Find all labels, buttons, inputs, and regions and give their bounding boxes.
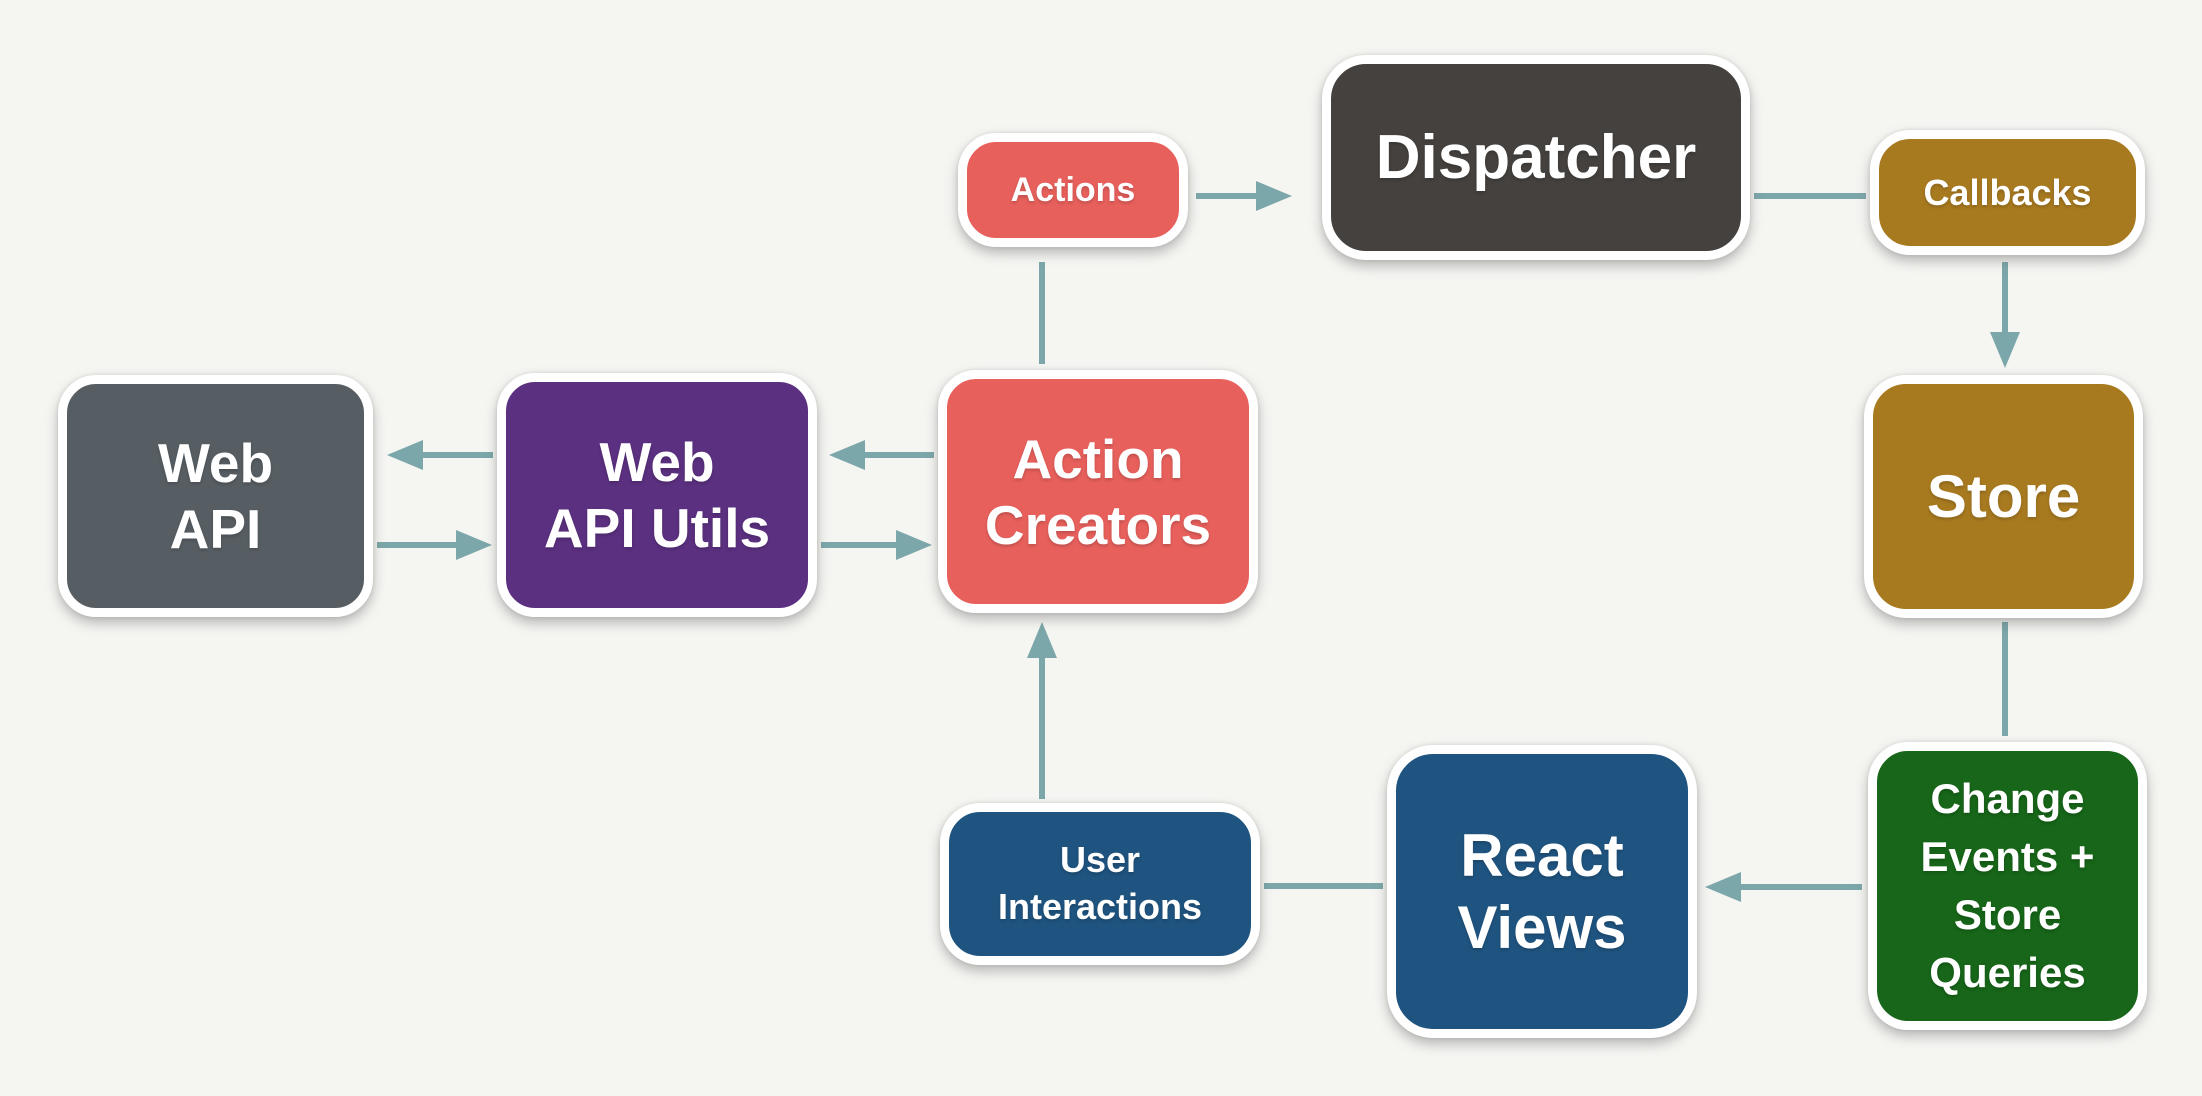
node-react-views: React Views <box>1387 745 1697 1038</box>
node-web-api: Web API <box>58 375 373 617</box>
node-dispatcher-label: Dispatcher <box>1375 123 1697 192</box>
node-dispatcher: Dispatcher <box>1322 55 1750 260</box>
node-change-events-store-queries: Change Events + Store Queries <box>1868 742 2147 1030</box>
node-callbacks-label: Callbacks <box>1923 171 2092 213</box>
node-store-label: Store <box>1926 463 2081 530</box>
node-user-interactions-label: User Interactions <box>997 839 1203 927</box>
node-web-api-label: Web API <box>157 432 274 560</box>
node-action-creators: Action Creators <box>938 370 1258 613</box>
node-actions: Actions <box>958 133 1188 247</box>
node-web-api-utils-label: Web API Utils <box>543 431 771 559</box>
node-user-interactions: User Interactions <box>940 803 1260 965</box>
node-callbacks: Callbacks <box>1870 130 2145 255</box>
node-change-events-store-queries-label: Change Events + Store Queries <box>1920 775 2095 996</box>
node-action-creators-label: Action Creators <box>984 427 1212 556</box>
node-store: Store <box>1864 375 2143 618</box>
node-actions-label: Actions <box>1010 170 1136 209</box>
node-web-api-utils: Web API Utils <box>497 373 817 617</box>
node-react-views-label: React Views <box>1457 821 1627 961</box>
